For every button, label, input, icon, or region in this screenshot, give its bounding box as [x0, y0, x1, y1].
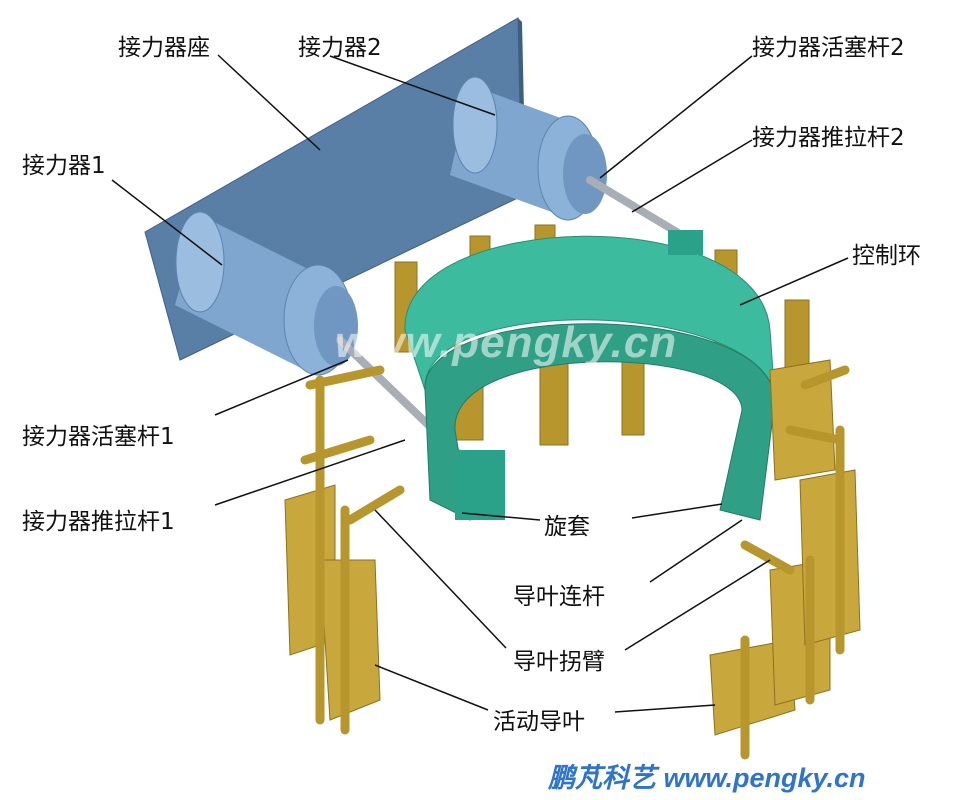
label-control-ring: 控制环 [852, 243, 921, 269]
guide-vane-arms [300, 365, 850, 760]
label-swivel-sleeve: 旋套 [544, 514, 590, 540]
label-servomotor-2: 接力器2 [298, 35, 382, 61]
label-push-pull-rod-2: 接力器推拉杆2 [752, 125, 905, 151]
label-guide-vane-arm: 导叶拐臂 [513, 649, 605, 675]
label-movable-guide-vane: 活动导叶 [493, 709, 585, 735]
label-servomotor-base: 接力器座 [118, 35, 210, 61]
control-ring [404, 230, 776, 521]
label-piston-rod-1: 接力器活塞杆1 [22, 424, 175, 450]
label-push-pull-rod-1: 接力器推拉杆1 [22, 509, 175, 535]
leader-lines [111, 54, 849, 713]
front-guide-vanes [284, 359, 861, 736]
label-servomotor-1: 接力器1 [22, 153, 106, 179]
watermark: www.pengky.cn [335, 318, 678, 367]
credit-text: 鹏芃科艺 www.pengky.cn [548, 763, 866, 793]
servomotor-1 [175, 211, 358, 376]
servomotor-2 [450, 76, 607, 221]
label-piston-rod-2: 接力器活塞杆2 [752, 35, 905, 61]
label-guide-vane-link: 导叶连杆 [513, 584, 605, 610]
